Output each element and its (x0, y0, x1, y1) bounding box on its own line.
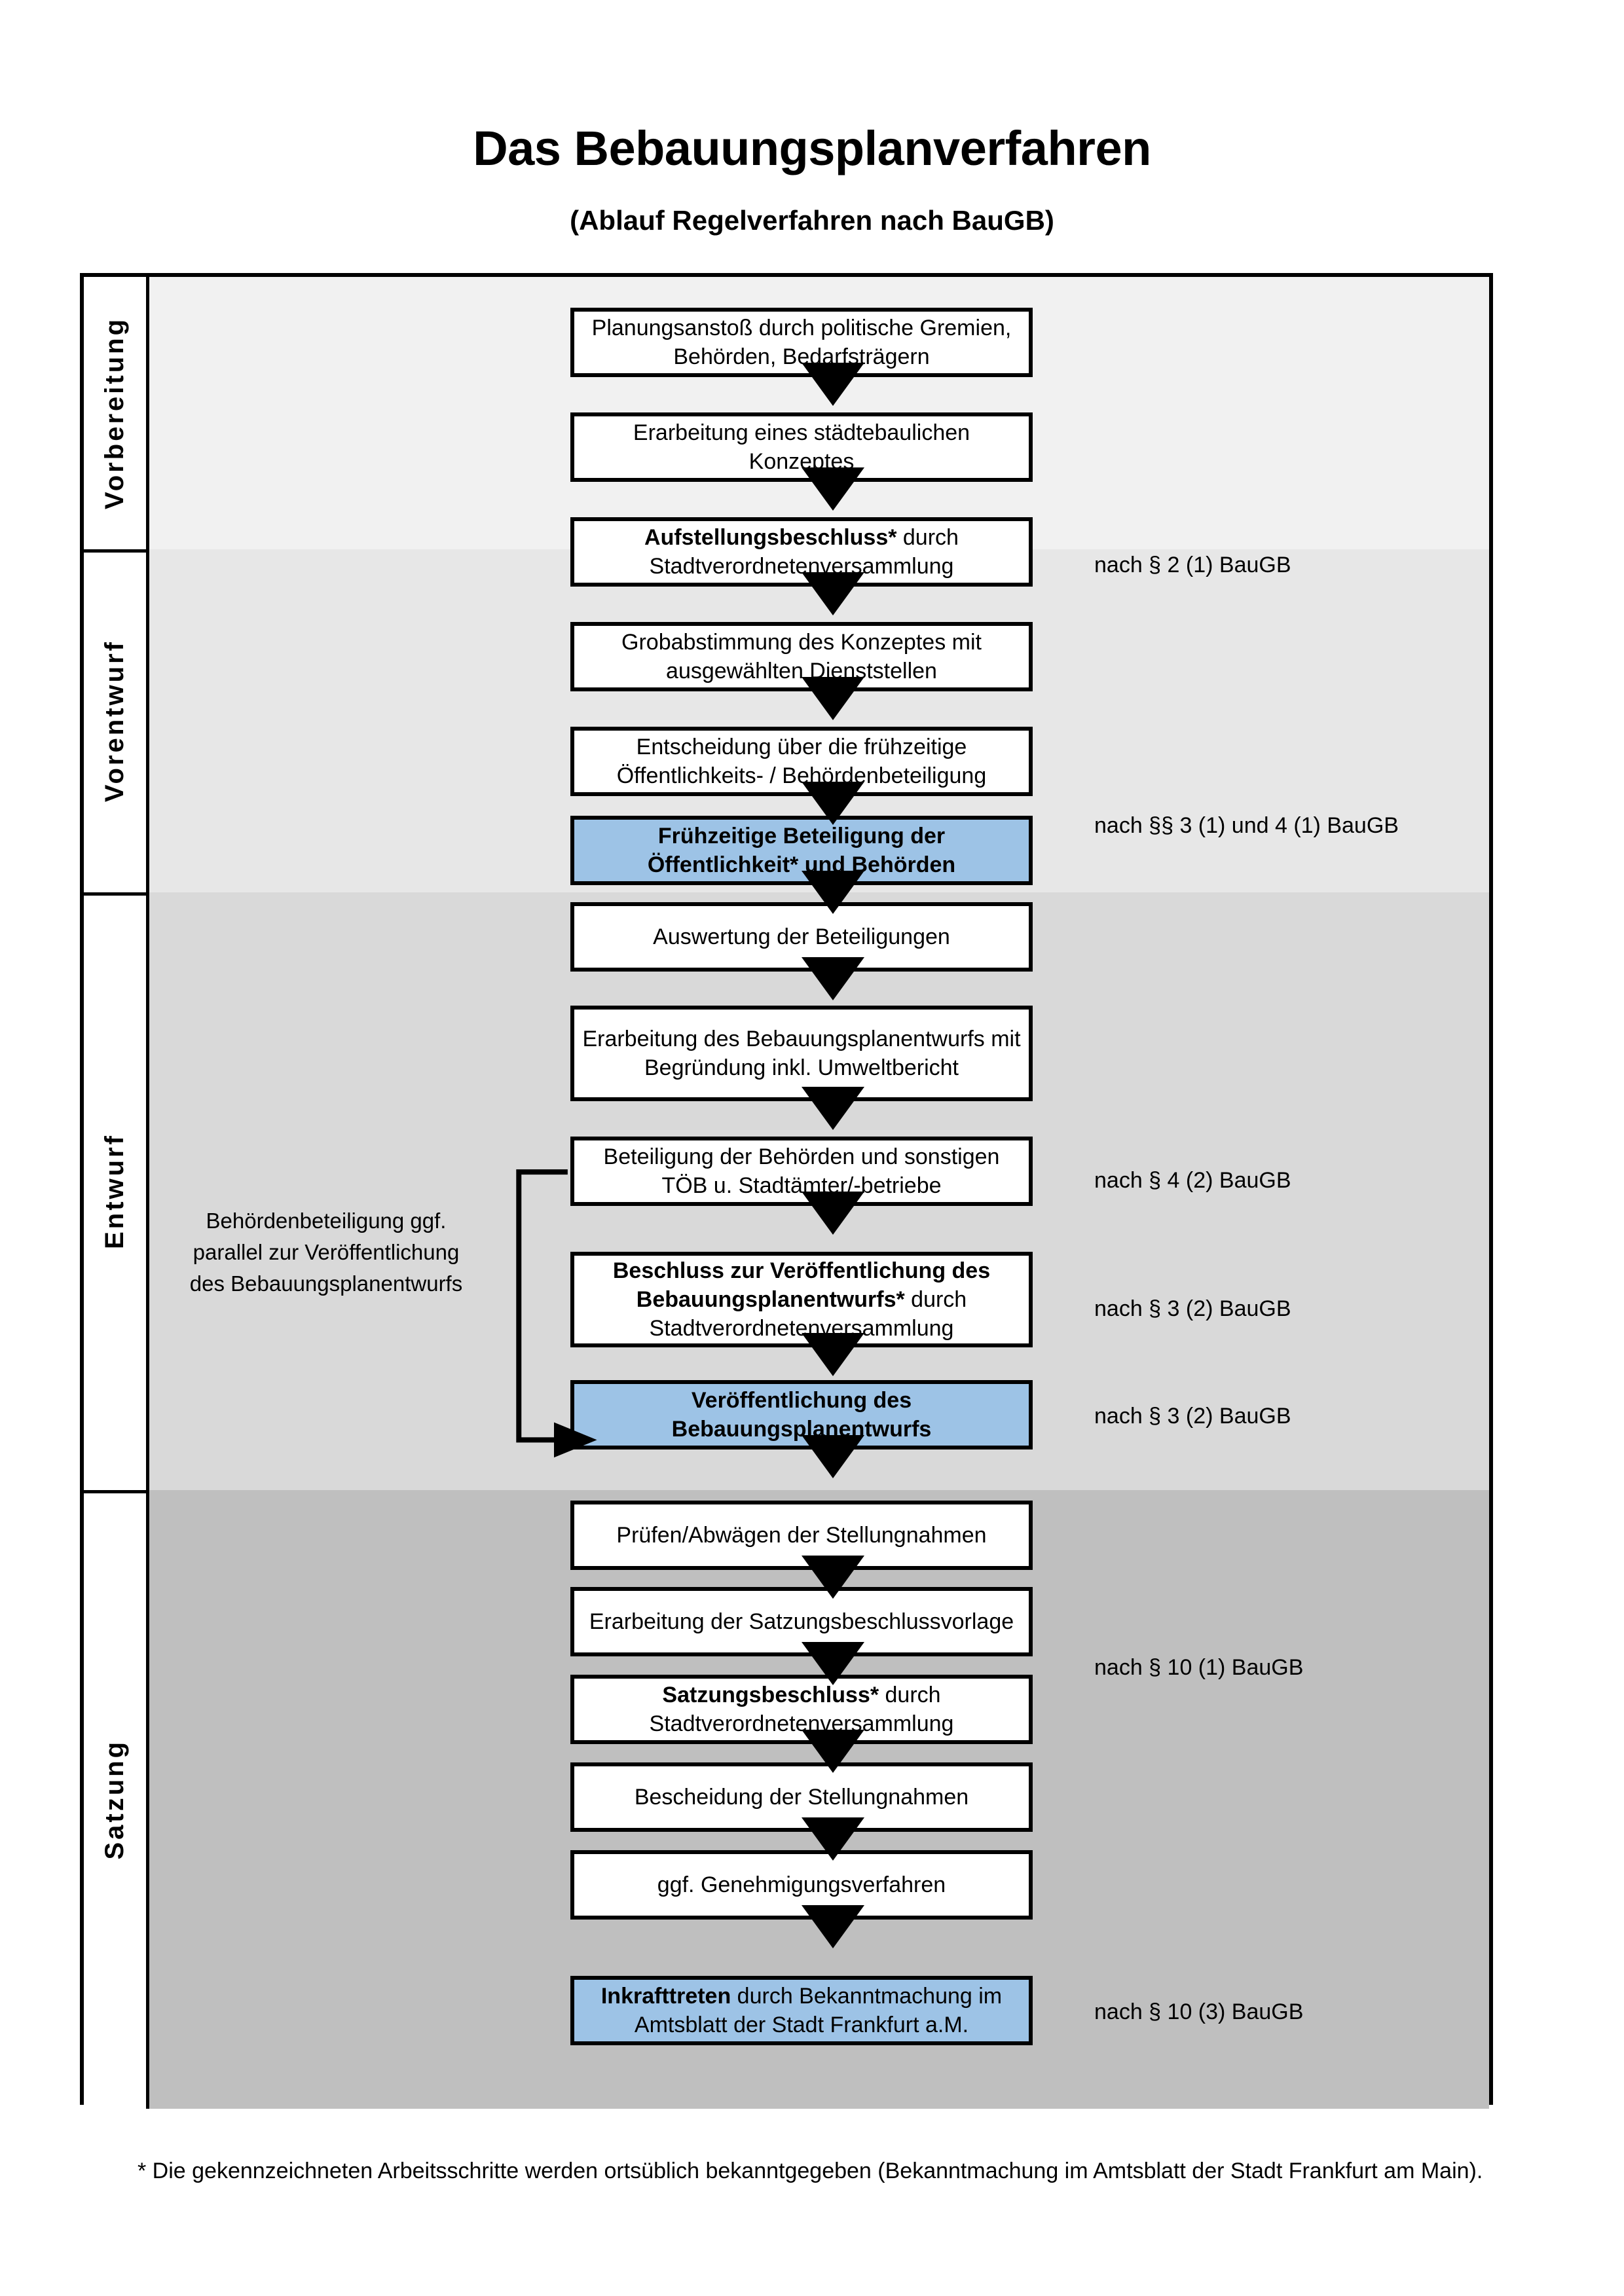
flow-arrow-down-icon (802, 1642, 864, 1685)
phase-label-text: Vorbereitung (100, 317, 129, 509)
flow-arrow-down-icon (802, 1817, 864, 1861)
process-step-label: Erarbeitung des Bebauungsplanentwurfs mi… (582, 1026, 1021, 1080)
process-step-label: Inkrafttreten durch Bekanntmachung im Am… (600, 1983, 1003, 2037)
phase-label-vorbereitung: Vorbereitung (84, 277, 149, 549)
flow-arrow-down-icon (802, 572, 864, 615)
flow-arrow-down-icon (802, 677, 864, 720)
process-step-label: Beschluss zur Veröffentlichung des Bebau… (612, 1258, 991, 1341)
process-step-label: ggf. Genehmigungsverfahren (657, 1872, 946, 1897)
phase-divider (84, 549, 149, 553)
flow-arrow-down-icon (802, 871, 864, 914)
phase-label-entwurf: Entwurf (84, 892, 149, 1490)
page-title: Das Bebauungsplanverfahren (473, 121, 1151, 175)
flow-arrow-down-icon (802, 1192, 864, 1235)
process-step-label-bold: Inkrafttreten (600, 1983, 731, 2009)
flow-arrow-down-icon (802, 1556, 864, 1599)
flow-arrow-down-icon (802, 1333, 864, 1376)
process-step-label: Prüfen/Abwägen der Stellungnahmen (616, 1522, 987, 1548)
process-step-beschluss-veroeffentlichung: Beschluss zur Veröffentlichung des Bebau… (570, 1252, 1033, 1347)
legal-reference-ref-3-1-4-1: nach §§ 3 (1) und 4 (1) BauGB (1094, 813, 1399, 838)
phase-divider (84, 892, 149, 896)
flow-arrow-down-icon (802, 363, 864, 406)
process-step-erarbeitung-entwurf: Erarbeitung des Bebauungsplanentwurfs mi… (570, 1006, 1033, 1101)
phase-divider (84, 1490, 149, 1493)
process-step-aufstellungsbeschluss: Aufstellungsbeschluss* durch Stadtverord… (570, 517, 1033, 587)
phase-label-text: Entwurf (100, 1133, 129, 1249)
flow-arrow-down-icon (802, 1087, 864, 1130)
process-step-label: Grobabstimmung des Konzeptes mit ausgewä… (621, 629, 982, 683)
legal-reference-ref-2-1: nach § 2 (1) BauGB (1094, 553, 1291, 577)
process-step-inkrafttreten: Inkrafttreten durch Bekanntmachung im Am… (570, 1976, 1033, 2045)
phase-band-vorentwurf: Vorentwurf (84, 549, 1489, 892)
process-step-label-bold: Veröffentlichung des Bebauungsplanentwur… (671, 1387, 932, 1442)
process-step-label: Entscheidung über die frühzeitige Öffent… (616, 734, 987, 788)
phase-label-satzung: Satzung (84, 1490, 149, 2109)
process-step-label: Bescheidung der Stellungnahmen (634, 1784, 969, 1810)
legal-reference-ref-4-2: nach § 4 (2) BauGB (1094, 1168, 1291, 1193)
process-step-label: Erarbeitung eines städtebaulichen Konzep… (633, 420, 970, 474)
process-step-label: Veröffentlichung des Bebauungsplanentwur… (581, 1386, 1022, 1444)
flow-arrow-down-icon (802, 1730, 864, 1773)
process-step-label-bold: Frühzeitige Beteiligung der Öffentlichke… (647, 823, 956, 877)
flow-arrow-down-icon (802, 1435, 864, 1478)
legal-reference-ref-10-3: nach § 10 (3) BauGB (1094, 1999, 1304, 2024)
process-step-label: Auswertung der Beteiligungen (653, 924, 950, 949)
process-step-label: Satzungsbeschluss* durch Stadtverordnete… (649, 1682, 954, 1736)
flow-arrow-down-icon (802, 957, 864, 1000)
phase-label-text: Satzung (100, 1739, 129, 1860)
flow-arrow-down-icon (802, 1905, 864, 1948)
process-step-label: Frühzeitige Beteiligung der Öffentlichke… (581, 822, 1022, 879)
side-note-parallel-beteiligung: Behördenbeteiligung ggf. parallel zur Ve… (189, 1209, 463, 1296)
legal-reference-ref-3-2-b: nach § 3 (2) BauGB (1094, 1404, 1291, 1429)
flow-arrow-down-icon (802, 467, 864, 511)
legal-reference-ref-10-1: nach § 10 (1) BauGB (1094, 1655, 1304, 1680)
flowchart-frame: Vorbereitung Vorentwurf Entwurf Satzung … (80, 273, 1493, 2109)
process-step-label-bold: Aufstellungsbeschluss* (644, 524, 897, 550)
process-step-label: Beteiligung der Behörden und sonstigen T… (603, 1144, 1000, 1198)
process-step-label: Aufstellungsbeschluss* durch Stadtverord… (644, 524, 959, 579)
process-step-label-bold: Beschluss zur Veröffentlichung des Bebau… (612, 1258, 991, 1312)
process-step-label-bold: Satzungsbeschluss* (662, 1682, 879, 1707)
page-subtitle: (Ablauf Regelverfahren nach BauGB) (570, 205, 1054, 236)
legal-reference-ref-3-2-a: nach § 3 (2) BauGB (1094, 1296, 1291, 1321)
flow-arrow-down-icon (802, 782, 864, 825)
process-step-label: Erarbeitung der Satzungsbeschlussvorlage (589, 1609, 1014, 1634)
process-step-planungsanstoss: Planungsanstoß durch politische Gremien,… (570, 308, 1033, 377)
diagram-header: Das Bebauungsplanverfahren (Ablauf Regel… (0, 0, 1624, 234)
phase-label-vorentwurf: Vorentwurf (84, 549, 149, 892)
footnote-asterisk: * Die gekennzeichneten Arbeitsschritte w… (138, 2159, 1483, 2183)
phase-label-text: Vorentwurf (100, 639, 129, 803)
